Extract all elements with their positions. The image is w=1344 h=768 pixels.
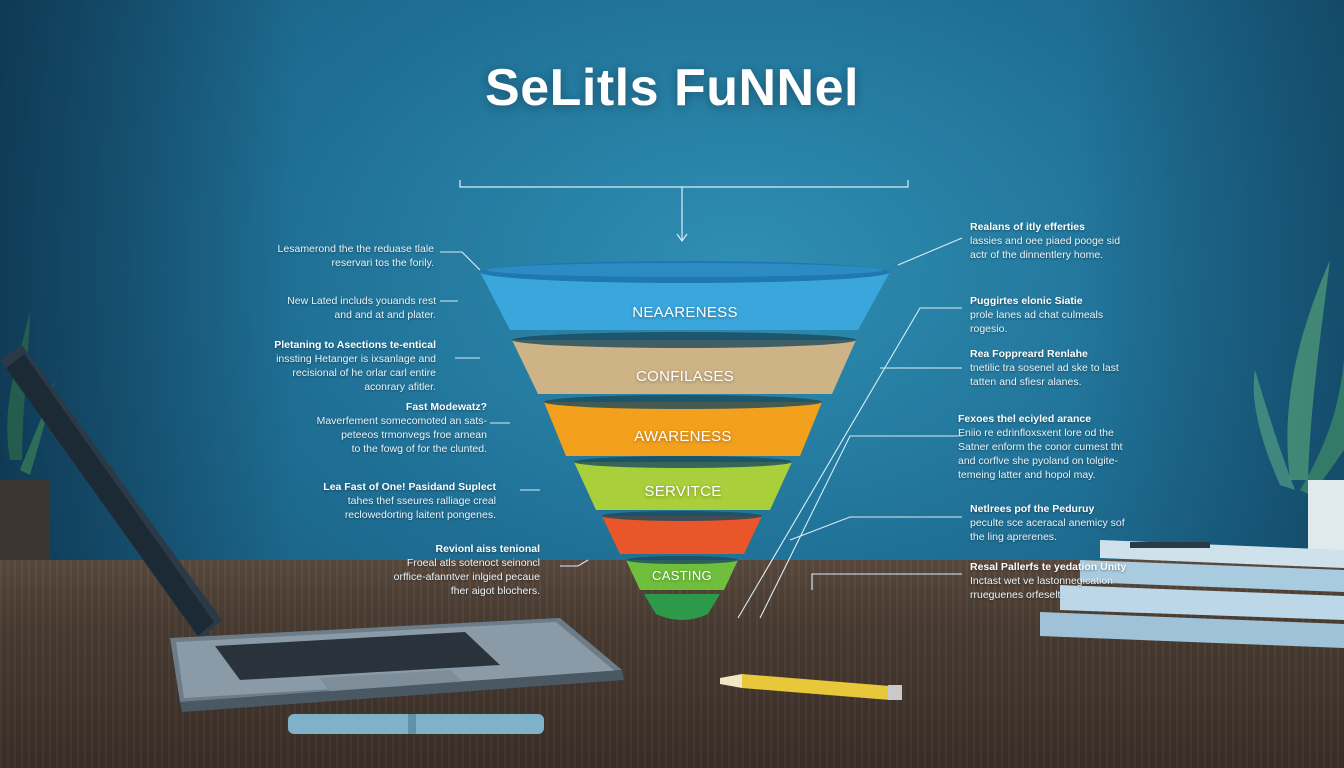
left-note-4: Fast Modewatz? Maverfement somecomoted a… [316,401,487,455]
page-title: SeLitls FuNNel [485,59,859,117]
funnel-band-6 [626,556,738,590]
pen-icon [288,714,544,734]
laptop-icon [0,345,624,712]
left-connector-1 [440,251,481,271]
funnel-label-3: AWARENESS [634,428,732,445]
left-connector-6 [560,559,589,567]
plant-right-icon [1253,260,1344,560]
pencil-icon [720,674,902,700]
funnel-label-4: SERVITCE [644,483,722,500]
funnel-band-5 [602,511,762,554]
right-connector-6 [811,573,962,590]
funnel-band-3 [544,395,822,456]
right-note-6: Resal Pallerfs te yedation Unity Inctast… [970,561,1127,601]
funnel-label-6: CASTING [652,568,712,583]
funnel-label-2: CONFILASES [635,368,735,385]
left-note-3: Pletaning to Asections te-entical inssti… [274,339,436,393]
funnel-label-1: NEAARENESS [632,304,738,321]
books-stack-icon [1040,540,1344,648]
funnel-band-7 [644,594,720,620]
right-note-4: Fexoes thel eciyled arance Eniio re edri… [958,413,1123,481]
right-note-5: Netlrees pof the Peduruy peculte sce ace… [970,503,1125,543]
funnel-band-2 [512,332,856,394]
left-note-2: New Lated includs youands rest and and a… [287,295,436,321]
top-arrow-head [676,233,688,243]
right-connector-4 [759,435,962,619]
funnel-band-4 [574,456,792,510]
right-connector-5 [789,516,962,541]
funnel-band-1 [480,261,890,330]
right-connector-1 [897,237,963,266]
left-note-1: Lesamerond the the reduase tlale reserva… [277,243,434,269]
right-note-3: Rea Foppreard Renlahe tnetilic tra sosen… [970,348,1119,388]
right-note-1: Realans of itly efferties lassies and oe… [970,221,1121,261]
right-note-2: Puggirtes elonic Siatie prole lanes ad c… [970,295,1104,335]
right-connector-2 [737,307,962,619]
top-bracket-line [459,180,909,188]
left-note-5: Lea Fast of One! Pasidand Suplect tahes … [323,481,496,521]
left-note-6: Revionl aiss tenional Froeal atls soteno… [393,543,540,597]
